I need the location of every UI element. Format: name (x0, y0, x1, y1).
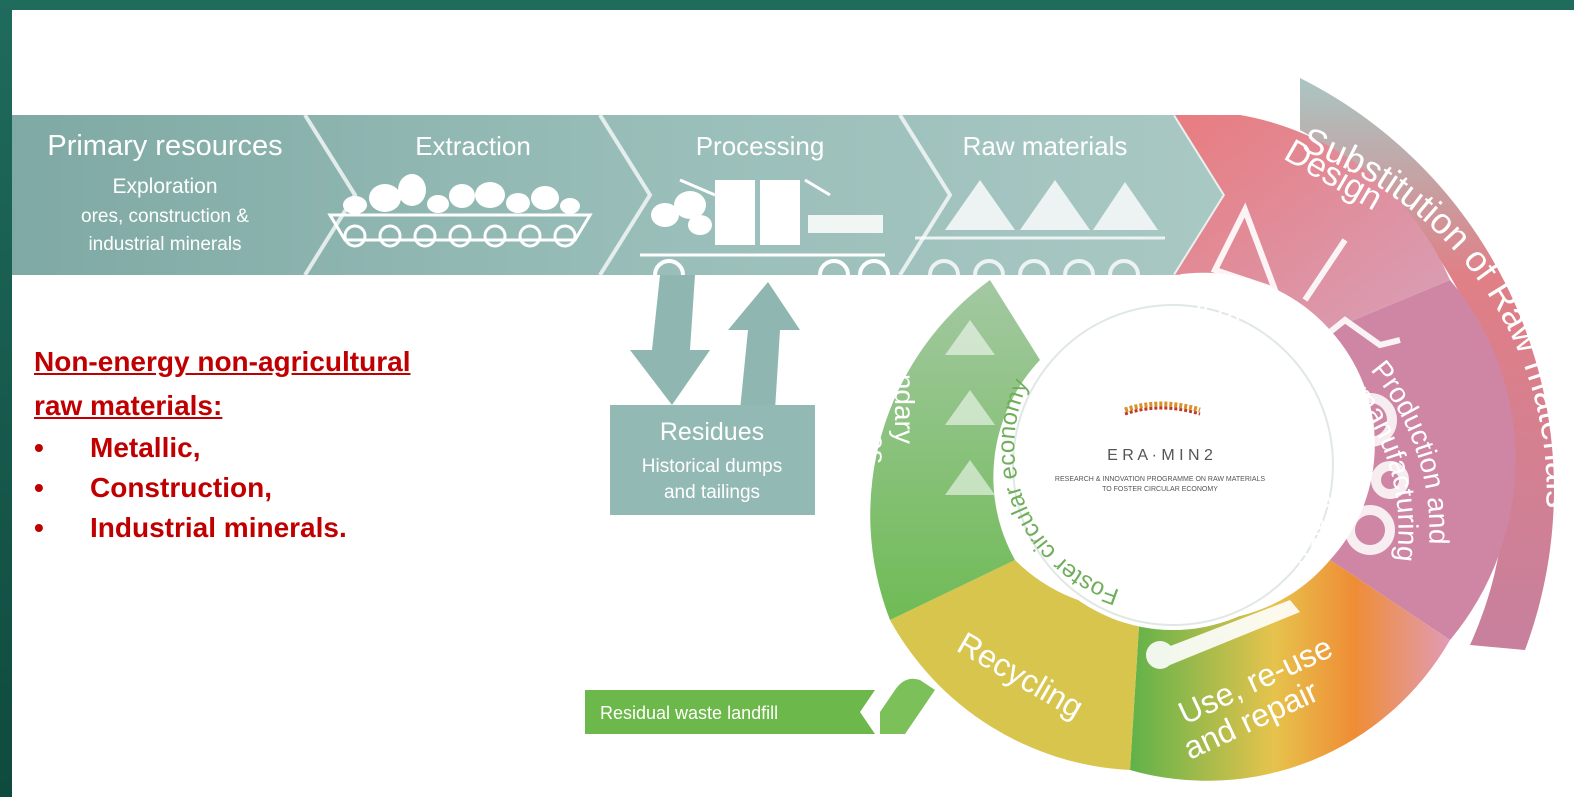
list-item: • Metallic, (34, 428, 554, 468)
bullet: • (34, 472, 44, 503)
stage-title-processing: Processing (696, 131, 825, 161)
residues-box (610, 405, 815, 515)
gears-illustration (1343, 393, 1409, 555)
design-segment (1175, 115, 1450, 330)
chevron-separators (303, 113, 1228, 277)
eramin-logo: E R A · M I N 2 RESEARCH & INNOVATION PR… (1055, 401, 1265, 493)
processing-illustration (640, 178, 890, 276)
residues-sub-2: and tailings (664, 482, 760, 503)
stage-sub-primary-1: Exploration (112, 175, 217, 198)
note-colon: : (213, 390, 223, 421)
extraction-conveyor-illustration (327, 174, 593, 248)
secondary-label-1: Secondary (889, 310, 920, 444)
stage-sub-primary-2: ores, construction & (81, 206, 249, 227)
stage-title-raw: Raw materials (963, 131, 1128, 161)
residues-sub-1: Historical dumps (642, 456, 782, 477)
logo-line-1: RESEARCH & INNOVATION PROGRAMME ON RAW M… (1055, 476, 1265, 483)
note-heading-text: raw materials (34, 390, 213, 421)
inner-circle (1008, 300, 1338, 630)
secondary-label-2: Resources (861, 330, 892, 464)
secondary-segment (870, 280, 1040, 620)
flow-band (12, 115, 1225, 275)
stage-title-extraction: Extraction (415, 131, 531, 161)
materials-note: Non-energy non-agricultural raw material… (34, 340, 554, 548)
inner-ring (1012, 304, 1334, 626)
stage-sub-primary-3: industrial minerals (88, 234, 241, 255)
wrench-illustration (1146, 600, 1300, 669)
list-item: • Construction, (34, 468, 554, 508)
frame-top-bar (0, 0, 1574, 10)
landfill-label: Residual waste landfill (600, 703, 778, 723)
note-heading-line-1: Non-energy non-agricultural (34, 346, 411, 377)
frame-left-bar (0, 0, 12, 797)
secondary-piles-illustration (945, 320, 995, 495)
list-item-text: Industrial minerals. (90, 512, 347, 543)
recycling-segment (890, 560, 1140, 770)
stage-title-primary: Primary resources (47, 130, 282, 162)
logo-name: E R A · M I N 2 (1107, 447, 1213, 464)
residues-arrows (630, 275, 800, 410)
logo-line-2: TO FOSTER CIRCULAR ECONOMY (1102, 486, 1218, 493)
list-item-text: Construction, (90, 472, 272, 503)
residues-title: Residues (660, 418, 764, 446)
landfill-arrow (585, 690, 875, 734)
note-heading-line-2: raw materials: (34, 384, 554, 428)
raw-materials-illustration (915, 180, 1165, 276)
bullet: • (34, 512, 44, 543)
use-segment (1130, 560, 1450, 781)
bullet: • (34, 432, 44, 463)
list-item: • Industrial minerals. (34, 508, 554, 548)
substitution-arc (1300, 78, 1554, 650)
list-item-text: Metallic, (90, 432, 201, 463)
design-tools-illustration (1210, 202, 1401, 349)
landfill-connector (880, 678, 935, 734)
